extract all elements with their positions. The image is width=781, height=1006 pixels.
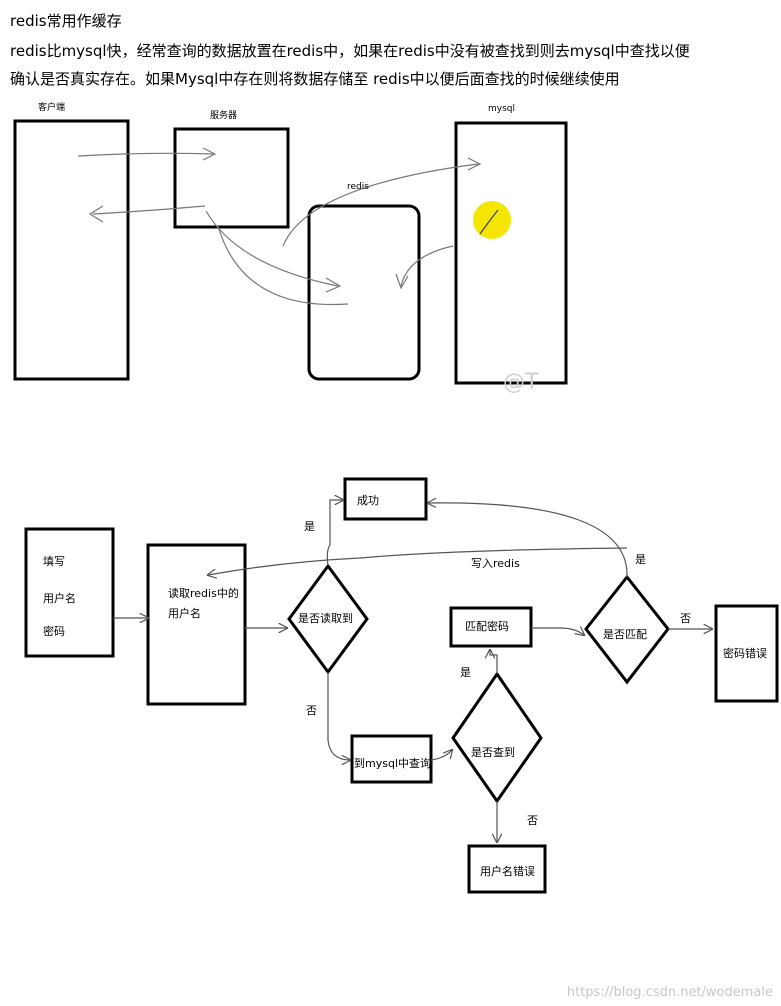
yes-label-2: 是: [460, 666, 471, 679]
found-label: 是否查到: [471, 746, 515, 759]
cursor-highlight: [473, 201, 511, 239]
client-box: [13, 119, 130, 381]
client-label: 客户端: [38, 103, 66, 113]
pwd-error-box: [714, 604, 779, 703]
no-label-3: 否: [680, 612, 691, 625]
flow-arrows: [113, 500, 712, 842]
sketch-watermark: @T: [503, 370, 539, 395]
user-error-box: [467, 844, 547, 894]
paragraph-line-2: 确认是否真实存在。如果Mysql中存在则将数据存储至 redis中以便后面查找的…: [10, 70, 620, 88]
fill-label-2: 用户名: [43, 592, 76, 605]
sketch-arrows: [77, 147, 482, 306]
read-redis-label-1: 读取redis中的: [168, 587, 239, 600]
read-redis-label-2: 用户名: [168, 607, 201, 620]
server-label: 服务器: [210, 111, 238, 121]
mysql-label: mysql: [488, 104, 515, 114]
query-mysql-box: [350, 734, 433, 784]
architecture-sketch: @T 客户端 服务器 redis mysql: [8, 96, 586, 396]
found-diamond: [451, 671, 543, 804]
is-match-diamond: [584, 574, 670, 685]
footer-watermark: https://blog.csdn.net/wodemale: [566, 985, 773, 1000]
flowchart-drawing: [24, 477, 779, 894]
no-label-2: 否: [527, 814, 538, 827]
redis-box: [307, 204, 421, 381]
read-redis-box: [146, 543, 247, 706]
mysql-box: [454, 121, 568, 385]
match-pwd-box: [449, 606, 533, 648]
paragraph-line-1: redis比mysql快，经常查询的数据放置在redis中，如果在redis中没…: [10, 42, 690, 60]
no-label-1: 否: [306, 704, 317, 717]
pwd-error-label: 密码错误: [723, 647, 767, 660]
read-ok-label: 是否读取到: [298, 612, 353, 625]
server-box: [173, 127, 290, 229]
yes-label-3: 是: [635, 553, 646, 566]
heading: redis常用作缓存: [10, 12, 122, 30]
login-flowchart: 填写 用户名 密码 读取redis中的 用户名 是否读取到 成功 是 否 写入r…: [0, 400, 781, 1006]
fill-in-box: [24, 527, 115, 658]
query-mysql-label: 到mysql中查询: [354, 757, 431, 770]
yes-label-1: 是: [304, 520, 315, 533]
fill-label-3: 密码: [43, 625, 65, 638]
success-box: [343, 477, 428, 521]
is-match-label: 是否匹配: [603, 628, 647, 641]
redis-label: redis: [347, 182, 369, 192]
match-pwd-label: 匹配密码: [465, 620, 509, 633]
fill-label-1: 填写: [43, 555, 65, 568]
user-error-label: 用户名错误: [480, 865, 535, 878]
sketch-drawing: @T: [13, 119, 568, 395]
write-redis-label: 写入redis: [471, 557, 520, 570]
success-label: 成功: [357, 494, 379, 507]
